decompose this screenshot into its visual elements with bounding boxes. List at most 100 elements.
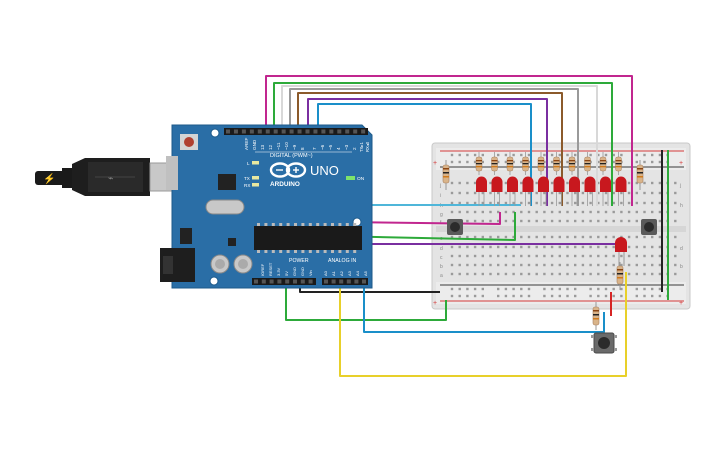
- hole: [627, 263, 631, 267]
- led-red[interactable]: [600, 176, 611, 206]
- rail-hole: [635, 153, 638, 157]
- hole: [504, 254, 508, 258]
- hole: [597, 245, 600, 249]
- led-red[interactable]: [553, 176, 565, 206]
- led-red[interactable]: [569, 176, 580, 206]
- rail-hole: [566, 287, 569, 291]
- wire-yellow-analog[interactable]: [339, 272, 627, 377]
- hole: [627, 235, 631, 239]
- hole: [658, 191, 662, 195]
- hole: [581, 272, 585, 276]
- rail-hole: [597, 294, 600, 298]
- resistor-button[interactable]: [592, 302, 600, 330]
- led-single[interactable]: [615, 237, 627, 266]
- resistor-bar[interactable]: [491, 152, 498, 175]
- rail-hole: [574, 287, 577, 291]
- rail-hole: [450, 287, 454, 291]
- hole: [597, 191, 600, 195]
- resistor-right[interactable]: [636, 160, 644, 190]
- rail-hole: [481, 153, 484, 157]
- hole: [558, 254, 561, 258]
- rail-hole: [635, 160, 638, 164]
- hole: [589, 245, 592, 249]
- led-bar: [475, 152, 627, 206]
- label-a5: A5: [363, 270, 368, 276]
- resistor-bar[interactable]: [506, 152, 514, 175]
- hole: [674, 263, 677, 267]
- led-red[interactable]: [491, 176, 503, 206]
- hole: [589, 254, 592, 258]
- wire-brown-pin9[interactable]: [297, 92, 563, 206]
- rail-hole: [550, 153, 554, 157]
- led-red[interactable]: [507, 176, 518, 206]
- wire-green-5v[interactable]: [285, 281, 447, 321]
- hole: [527, 272, 531, 276]
- wire-magenta-pin13[interactable]: [265, 75, 633, 206]
- rail-hole: [527, 160, 531, 164]
- wire-cyan-pin7[interactable]: [317, 103, 532, 206]
- resistor-bar[interactable]: [584, 152, 591, 175]
- pushbutton-right[interactable]: [641, 219, 657, 235]
- label-vin: Vin: [308, 270, 313, 276]
- hole: [527, 219, 531, 223]
- label-pin-9: ~9: [292, 144, 297, 150]
- hole: [643, 191, 646, 195]
- led-red[interactable]: [522, 176, 534, 206]
- resistor-bar[interactable]: [522, 152, 529, 175]
- pushbutton-external[interactable]: [591, 332, 617, 354]
- hole: [520, 245, 523, 249]
- hole: [651, 263, 654, 267]
- hole: [589, 210, 592, 214]
- usb-icon: ⌁: [108, 173, 113, 183]
- rail-hole: [497, 287, 500, 291]
- hole: [581, 219, 585, 223]
- led-red[interactable]: [476, 176, 487, 206]
- hole: [466, 272, 469, 276]
- row-label-a: a: [440, 273, 443, 279]
- rail-hole: [466, 287, 469, 291]
- hole: [450, 235, 454, 239]
- hole: [597, 210, 600, 214]
- rail-hole: [550, 294, 554, 298]
- rail-hole: [550, 160, 554, 164]
- hole: [651, 191, 654, 195]
- pushbutton-left[interactable]: [447, 219, 463, 235]
- rail-hole: [658, 287, 662, 291]
- resistor-bar[interactable]: [615, 152, 622, 175]
- wire-green-pin12[interactable]: [273, 82, 613, 206]
- wire-gray-pin10[interactable]: [289, 88, 579, 206]
- wire-purple-pin8[interactable]: [307, 98, 548, 206]
- resistor-bar[interactable]: [553, 152, 560, 175]
- hole: [473, 191, 477, 195]
- rail-hole: [450, 160, 454, 164]
- rail-hole: [497, 294, 500, 298]
- hole: [558, 245, 561, 249]
- digital-header-holes: [226, 129, 366, 134]
- arduino-uno[interactable]: AREF GND 13 12 ~11 ~10 ~9 8 7 ~6 ~5 4 ~3…: [160, 124, 373, 289]
- hole: [450, 272, 454, 276]
- resistor-bar[interactable]: [599, 152, 607, 175]
- hole: [635, 210, 638, 214]
- led-red[interactable]: [615, 176, 627, 206]
- rail-hole: [512, 153, 515, 157]
- label-power: POWER: [289, 258, 309, 264]
- resistor-left[interactable]: [442, 160, 450, 190]
- resistor-bar[interactable]: [568, 152, 576, 175]
- hole: [558, 191, 561, 195]
- row-label-b: b: [440, 264, 443, 270]
- led-red[interactable]: [584, 176, 596, 206]
- label-digital: DIGITAL (PWM~): [270, 153, 313, 159]
- hole: [566, 181, 569, 185]
- hole: [574, 235, 577, 239]
- usb-cable[interactable]: ⚡ ⌁: [35, 158, 176, 196]
- resistor-bar[interactable]: [475, 152, 483, 175]
- hole: [604, 245, 608, 249]
- label-ioref: IOREF: [260, 263, 265, 276]
- hole: [674, 191, 677, 195]
- hole: [604, 191, 608, 195]
- led-red[interactable]: [538, 176, 549, 206]
- resistor-bar[interactable]: [537, 152, 545, 175]
- hole: [535, 254, 538, 258]
- resistor-led-single[interactable]: [616, 262, 624, 290]
- wire-white-pin11[interactable]: [281, 85, 598, 206]
